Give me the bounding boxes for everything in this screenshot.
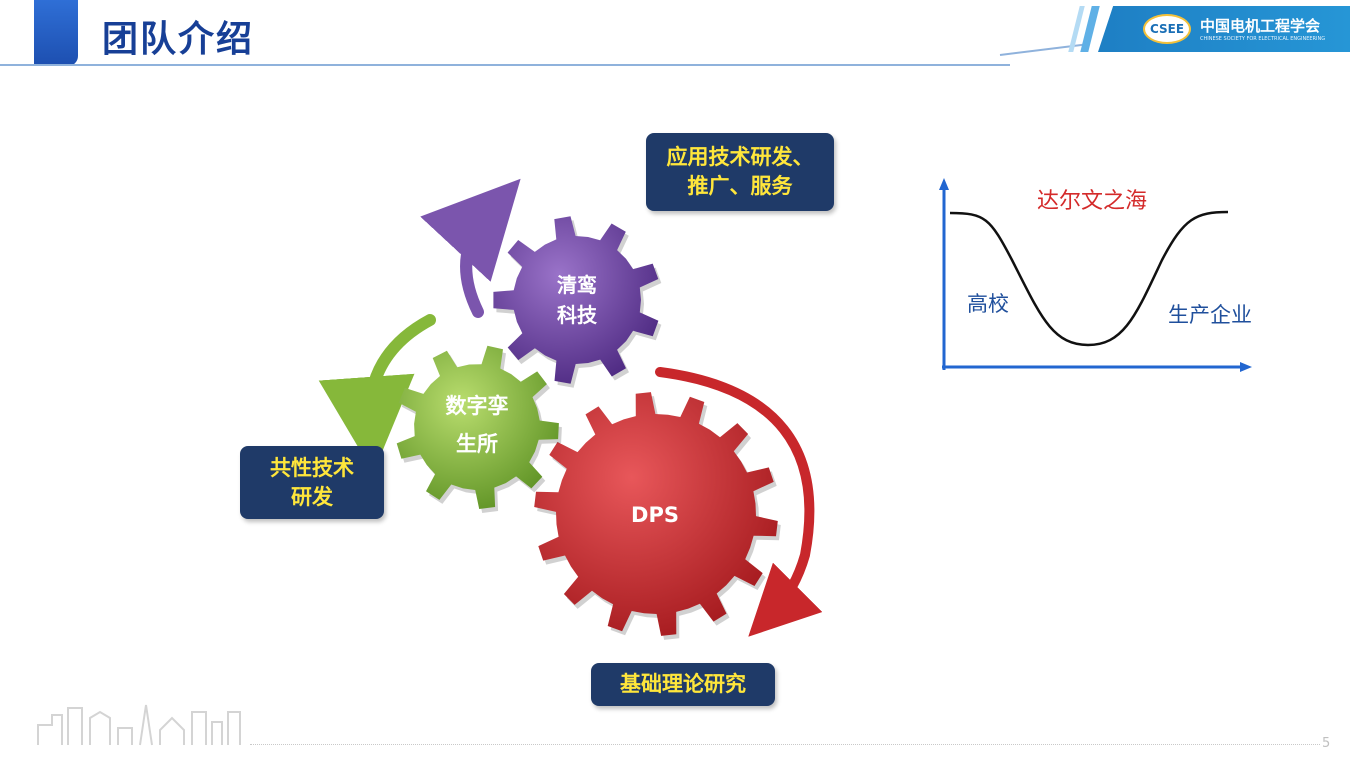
dps-gear	[534, 392, 781, 640]
y-axis-arrow-icon	[939, 178, 949, 190]
gear-middle-label-line1: 数字孪	[446, 394, 509, 418]
org-name: 中国电机工程学会	[1200, 17, 1321, 35]
csee-logo-icon: CSEE	[1143, 14, 1191, 44]
label-generic-research-line1: 共性技术	[270, 455, 354, 480]
page-number: 5	[1322, 736, 1331, 751]
label-applied-research-line2: 推广、服务	[687, 174, 793, 198]
green-arrow	[318, 314, 436, 473]
label-applied-research: 应用技术研发、 推广、服务	[646, 133, 834, 211]
label-basic-theory-text: 基础理论研究	[620, 672, 746, 696]
valley-curve	[949, 210, 1229, 347]
org-name-english: CHINESE SOCIETY FOR ELECTRICAL ENGINEERI…	[1200, 36, 1326, 42]
purple-arrow	[420, 178, 521, 318]
dps-gear-body	[534, 392, 778, 636]
page-title: 团队介绍	[102, 19, 255, 60]
header-divider	[0, 64, 1010, 66]
label-generic-research: 共性技术 研发	[240, 446, 384, 519]
x-axis-arrow-icon	[1240, 362, 1252, 372]
label-generic-research-line2: 研发	[291, 484, 333, 509]
city-skyline-decoration	[37, 704, 241, 746]
digital-twin-gear-body	[396, 345, 559, 509]
gear-top-label-line1: 清鸾	[557, 273, 597, 297]
curve-left-label: 高校	[967, 292, 1009, 316]
red-arrow	[655, 367, 823, 637]
qingluan-gear-body	[493, 216, 659, 384]
gear-top-label-line2: 科技	[557, 303, 598, 327]
label-basic-theory: 基础理论研究	[591, 663, 775, 706]
curve-right-label: 生产企业	[1168, 303, 1252, 327]
gear-middle-label-line2: 生所	[456, 432, 498, 456]
footer-divider	[250, 744, 1320, 745]
org-logo-band	[1098, 6, 1350, 52]
digital-twin-gear	[396, 345, 562, 513]
qingluan-gear	[493, 216, 662, 388]
gear-bottom-label: DPS	[631, 503, 679, 527]
label-applied-research-line1: 应用技术研发、	[666, 145, 814, 169]
curve-top-label: 达尔文之海	[1037, 189, 1147, 214]
title-accent-bar	[34, 0, 78, 66]
